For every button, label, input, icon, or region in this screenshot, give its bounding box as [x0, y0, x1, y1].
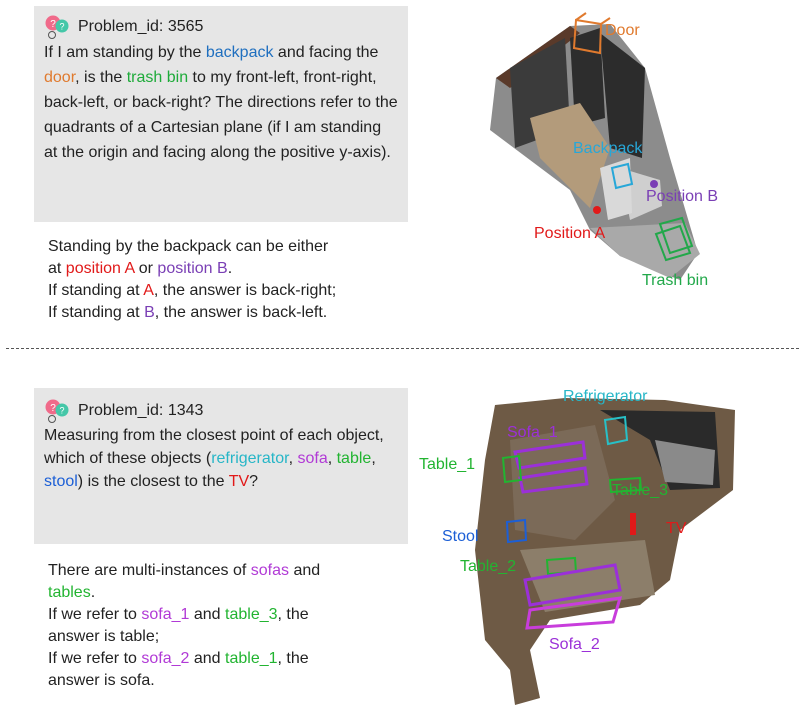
a1-text: , the answer is back-right; — [153, 282, 337, 299]
q1-text: to my front-left, front-right, back-left… — [44, 69, 398, 161]
label-table-3: Table_3 — [612, 482, 669, 499]
scene-image-2: Refrigerator Sofa_1 Table_1 Table_3 Stoo… — [415, 380, 755, 712]
a2-sofas: sofas — [250, 562, 289, 579]
q2-text: ) is the closest to the — [77, 473, 229, 490]
q1-door: door — [44, 69, 76, 86]
a2-table-1: table_1 — [225, 650, 278, 667]
a2-text: If we refer to — [48, 606, 142, 623]
q2-table: table — [336, 450, 372, 467]
label-stool: Stool — [442, 528, 479, 545]
a1-position-a: position A — [65, 260, 135, 277]
a1-line: Standing by the backpack can be either — [48, 238, 329, 255]
q2-sofa: sofa — [297, 450, 328, 467]
q1-text: If I am standing by the — [44, 44, 206, 61]
svg-text:?: ? — [59, 22, 64, 32]
a2-text: . — [90, 584, 96, 601]
a1-line: at position A or position B. — [48, 258, 408, 280]
a2-line: If we refer to sofa_1 and table_3, the — [48, 604, 408, 626]
question-chat-icon: ? ? — [45, 399, 69, 423]
a2-line: answer is sofa. — [48, 672, 155, 689]
a2-text: If we refer to — [48, 650, 142, 667]
a2-text: and — [189, 650, 226, 667]
question-text-1: If I am standing by the backpack and fac… — [44, 40, 398, 165]
label-backpack: Backpack — [573, 140, 643, 157]
q2-stool: stool — [44, 473, 78, 490]
a2-line: tables. — [48, 582, 408, 604]
label-tv: TV — [666, 520, 687, 537]
question-text-2: Measuring from the closest point of each… — [44, 424, 398, 493]
q2-text: , — [288, 450, 298, 467]
label-table-1: Table_1 — [419, 456, 476, 473]
q1-trash-bin: trash bin — [126, 69, 189, 86]
a2-text: , the — [277, 650, 309, 667]
problem-id-2: Problem_id: 1343 — [78, 402, 204, 419]
label-sofa-2: Sofa_2 — [549, 636, 600, 653]
a2-line: There are multi-instances of sofas and — [48, 560, 408, 582]
question-box-2: ? ? Problem_id: 1343 Measuring from the … — [34, 388, 408, 544]
a1-b: B — [144, 304, 155, 321]
a1-text: , the answer is back-left. — [154, 304, 328, 321]
a2-sofa-1: sofa_1 — [141, 606, 190, 623]
a1-text: If standing at — [48, 304, 145, 321]
q2-refrigerator: refrigerator — [211, 450, 289, 467]
answer-1: Standing by the backpack can be either a… — [48, 236, 408, 324]
a1-text: at — [48, 260, 66, 277]
q2-text: , — [327, 450, 337, 467]
a1-text: If standing at — [48, 282, 144, 299]
a2-text: and — [189, 606, 226, 623]
svg-text:?: ? — [50, 19, 56, 30]
problem-header-1: ? ? Problem_id: 3565 — [44, 14, 398, 40]
scene-point-cloud-2 — [475, 398, 735, 705]
q1-text: , is the — [75, 69, 127, 86]
q2-text: Measuring from the closest point of each… — [44, 427, 384, 467]
q2-text: , — [371, 450, 376, 467]
q1-text: and facing the — [273, 44, 379, 61]
label-position-b: Position B — [646, 188, 719, 205]
a2-text: and — [289, 562, 321, 579]
svg-text:?: ? — [59, 406, 64, 416]
a1-a: A — [143, 282, 154, 299]
q1-backpack: backpack — [205, 44, 274, 61]
a1-text: or — [134, 260, 158, 277]
label-trash-bin: Trash bin — [642, 272, 709, 289]
a1-line: If standing at A, the answer is back-rig… — [48, 280, 408, 302]
label-position-a: Position A — [534, 225, 606, 242]
a2-table-3: table_3 — [225, 606, 278, 623]
a2-sofa-2: sofa_2 — [141, 650, 190, 667]
label-refrigerator: Refrigerator — [563, 388, 648, 405]
a2-line: answer is table; — [48, 628, 160, 645]
svg-text:?: ? — [50, 403, 56, 414]
label-table-2: Table_2 — [460, 558, 517, 575]
label-door: Door — [605, 22, 640, 39]
a2-text: , the — [277, 606, 309, 623]
a1-position-b: position B — [157, 260, 228, 277]
q2-tv: TV — [228, 473, 250, 490]
answer-2: There are multi-instances of sofas and t… — [48, 560, 408, 692]
problem-header-2: ? ? Problem_id: 1343 — [44, 398, 398, 424]
scene-point-cloud-1 — [490, 12, 700, 280]
section-divider — [6, 348, 799, 349]
a2-line: If we refer to sofa_2 and table_1, the — [48, 648, 408, 670]
question-chat-icon: ? ? — [45, 15, 69, 39]
scene-image-1: Door Backpack Position B Position A Tras… — [470, 8, 770, 298]
a1-line: If standing at B, the answer is back-lef… — [48, 302, 408, 324]
a1-text: . — [227, 260, 233, 277]
a2-text: There are multi-instances of — [48, 562, 251, 579]
problem-id-1: Problem_id: 3565 — [78, 18, 204, 35]
a2-tables: tables — [48, 584, 91, 601]
q2-text: ? — [249, 473, 259, 490]
label-sofa-1: Sofa_1 — [507, 424, 558, 441]
question-box-1: ? ? Problem_id: 3565 If I am standing by… — [34, 6, 408, 222]
